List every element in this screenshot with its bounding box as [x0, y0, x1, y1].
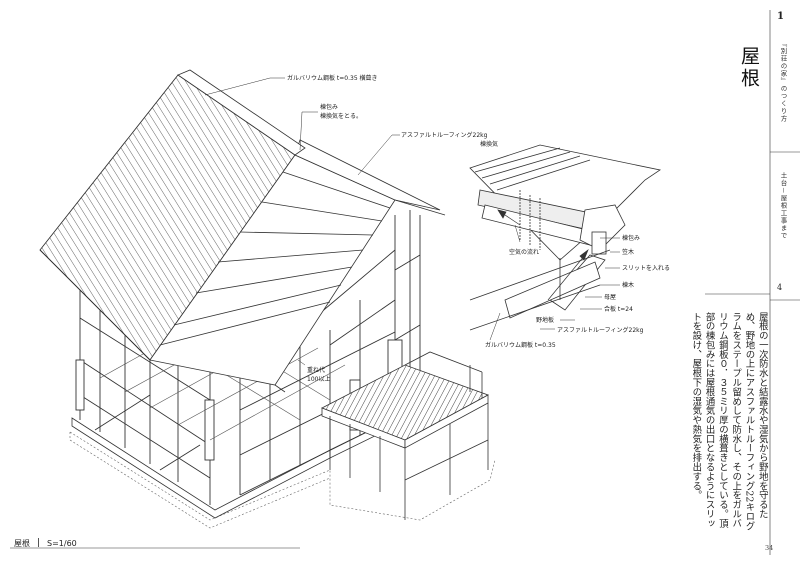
page-title: 屋根 [738, 46, 760, 90]
callout-munagi: 棟木 [622, 281, 634, 289]
main-callouts: ガルバリウム鋼板 t=0.35 横葺き 棟包み 棟換気をとる。 アスファルトルー… [287, 74, 488, 383]
callout-galvalume-top: ガルバリウム鋼板 t=0.35 横葺き [287, 74, 378, 82]
series-title: 『別荘の家』のつくり方 [779, 40, 787, 123]
caption-separator [38, 538, 39, 547]
caption-name: 屋根 [14, 539, 30, 548]
page-number: 34 [765, 544, 774, 552]
detail-leaders [489, 224, 620, 341]
callout-moya: 母屋 [604, 294, 616, 301]
ground-outline [69, 431, 496, 529]
foundation [71, 417, 396, 519]
callout-ridge-vent: 棟換気 [480, 140, 498, 148]
sidebar-rules [705, 10, 800, 555]
figure-caption: 屋根 S=1/60 [14, 538, 77, 549]
callout-ridge-cover-1: 棟包み [320, 103, 338, 111]
callout-kasagi: 笠木 [622, 248, 634, 256]
chapter-number: 1 [777, 11, 784, 22]
roof-right-slope [149, 139, 446, 393]
callout-air-flow: 空気の流れ [509, 248, 539, 256]
ridge-cap [177, 69, 306, 156]
callout-asphalt-top: アスファルトルーフィング22kg [401, 131, 488, 139]
callout-overlap-1: 重ね代 [307, 366, 325, 374]
main-leaders [204, 77, 400, 366]
caption-scale: S=1/60 [47, 539, 77, 548]
callout-plywood: 合板 t=24 [604, 305, 633, 313]
callout-slit: スリットを入れる [622, 265, 670, 272]
callout-galvalume-detail: ガルバリウム鋼板 t=0.35 [485, 341, 556, 349]
section-number: 4 [777, 283, 783, 292]
callout-munetsutsumi: 棟包み [622, 234, 640, 242]
detail-callouts: 棟換気 空気の流れ 棟包み 笠木 スリットを入れる 棟木 母屋 合板 t=24 … [480, 140, 670, 349]
body-text: 屋根の一次防水と結露水や湿気から野地を守るため、野地の上にアスファルトルーフィン… [690, 312, 768, 531]
callout-overlap-2: 100以上 [307, 375, 330, 383]
ridge-detail [469, 144, 662, 331]
callout-ridge-cover-2: 棟換気をとる。 [320, 112, 362, 120]
frame-left-wall [75, 285, 241, 505]
airflow-arrows [497, 209, 589, 301]
deck [321, 351, 489, 520]
callout-nojiita: 野地板 [536, 316, 554, 324]
callout-asphalt-detail: アスファルトルーフィング22kg [557, 326, 644, 334]
section-title: 土台－屋根工事まで [779, 172, 787, 240]
